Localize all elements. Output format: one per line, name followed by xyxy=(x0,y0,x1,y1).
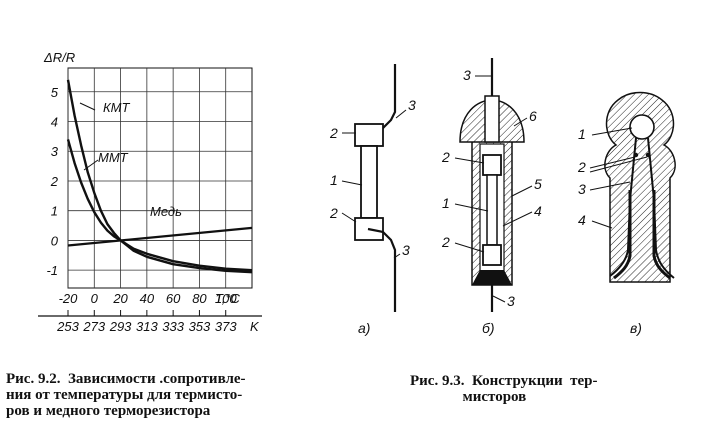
figure-caption-9-3: Рис. 9.3. Конструкции тер- мисторов xyxy=(410,373,598,405)
callout-line xyxy=(502,211,533,227)
callout-line xyxy=(513,117,528,127)
x-tick-label: 20 xyxy=(112,291,128,306)
series-line-0 xyxy=(66,79,253,274)
thermistor-panel-a: 2 1 2 3 3 а) xyxy=(329,64,416,336)
series-label-copper: Медь xyxy=(150,204,182,219)
x-tick-label: 80 xyxy=(192,291,207,306)
contact-point xyxy=(633,152,639,158)
lead-bottom xyxy=(367,227,397,312)
chart-series xyxy=(66,79,253,274)
series-line-1 xyxy=(66,139,253,272)
y-tick-label: 2 xyxy=(50,174,59,189)
callout-3: 3 xyxy=(408,97,416,113)
callout-line xyxy=(341,180,363,186)
thermistor-body xyxy=(360,145,378,219)
x-tick-label: 100 xyxy=(215,291,237,306)
thermistor-panel-c: 1 2 3 4 в) xyxy=(577,91,676,336)
contact-point xyxy=(645,152,651,158)
lead-top xyxy=(368,64,397,130)
callout-3: 3 xyxy=(463,67,471,83)
electrode-top xyxy=(354,123,384,147)
lead-sheath-right xyxy=(652,190,671,280)
series-label-mmt: ММТ xyxy=(98,150,129,165)
lead-sheath-left xyxy=(613,190,632,280)
callout-1: 1 xyxy=(442,195,450,211)
bottom-seal xyxy=(472,270,512,285)
callout-2: 2 xyxy=(577,159,586,175)
callout-line xyxy=(341,212,357,223)
callout-5: 5 xyxy=(534,176,542,192)
kelvin-tick-label: 293 xyxy=(109,319,132,334)
panel-label-c: в) xyxy=(630,320,642,336)
thermistor-body xyxy=(486,174,498,246)
kelvin-tick-label: 333 xyxy=(162,319,184,334)
callout-line xyxy=(454,157,485,164)
callout-line xyxy=(454,203,489,212)
chart-ticks: -20 0 20 40 60 80 100 5 4 3 2 1 0 -1 xyxy=(46,85,237,306)
callout-3: 3 xyxy=(578,181,586,197)
kelvin-tick-label: 353 xyxy=(189,319,211,334)
callout-1: 1 xyxy=(578,126,586,142)
callout-2: 2 xyxy=(441,234,450,250)
callout-2: 2 xyxy=(329,205,338,221)
x-tick-label: 0 xyxy=(91,291,99,306)
y-tick-label: 3 xyxy=(51,144,59,159)
callout-6: 6 xyxy=(529,108,537,124)
kelvin-tick-label: 313 xyxy=(136,319,158,334)
thermistor-panel-b: 3 6 2 5 1 4 2 3 б) xyxy=(441,58,542,336)
x-tick-label: 40 xyxy=(140,291,155,306)
callout-line xyxy=(454,242,485,253)
glass-envelope xyxy=(604,91,676,283)
callout-line xyxy=(589,181,631,191)
plot-frame xyxy=(67,67,253,289)
callout-line xyxy=(395,109,407,119)
callout-line xyxy=(591,127,633,136)
figure-caption-9-2: Рис. 9.2. Зависимости .сопротивле- ния о… xyxy=(6,371,246,419)
bead xyxy=(629,114,655,140)
callout-3: 3 xyxy=(507,293,515,309)
series-label-kmt: КМТ xyxy=(103,100,130,115)
top-plug xyxy=(484,95,500,143)
y-tick-label: -1 xyxy=(46,263,58,278)
callout-line xyxy=(393,253,401,259)
x-tick-label: 60 xyxy=(166,291,181,306)
series-line-2 xyxy=(67,226,253,247)
y-tick-label: 5 xyxy=(51,85,59,100)
callout-2: 2 xyxy=(329,125,338,141)
callout-3: 3 xyxy=(402,242,410,258)
callout-line xyxy=(511,185,533,197)
electrode-top xyxy=(482,154,502,176)
callout-line xyxy=(591,220,613,229)
y-tick-label: 1 xyxy=(51,204,58,219)
series-leader-mmt xyxy=(83,159,99,171)
y-tick-label: 0 xyxy=(51,233,59,248)
callout-line xyxy=(492,295,506,303)
x-tick-label: -20 xyxy=(59,291,79,306)
electrode-bottom xyxy=(482,244,502,266)
series-leader-kmt xyxy=(79,102,96,111)
panel-label-a: а) xyxy=(358,320,370,336)
callout-4: 4 xyxy=(534,203,542,219)
kelvin-unit-label: K xyxy=(250,319,260,334)
y-axis-label: ΔR/R xyxy=(43,50,75,65)
callout-4: 4 xyxy=(578,212,586,228)
callout-2: 2 xyxy=(441,149,450,165)
x-axis-label: T,°C xyxy=(215,291,241,306)
kelvin-tick-label: 253 xyxy=(56,319,79,334)
callout-line xyxy=(589,156,636,169)
chart-grid xyxy=(67,68,252,288)
kelvin-tick-label: 273 xyxy=(82,319,105,334)
kelvin-tick-label: 373 xyxy=(215,319,237,334)
callout-line xyxy=(589,156,648,173)
callout-1: 1 xyxy=(330,172,338,188)
panel-label-b: б) xyxy=(482,320,495,336)
y-tick-label: 4 xyxy=(51,115,58,130)
